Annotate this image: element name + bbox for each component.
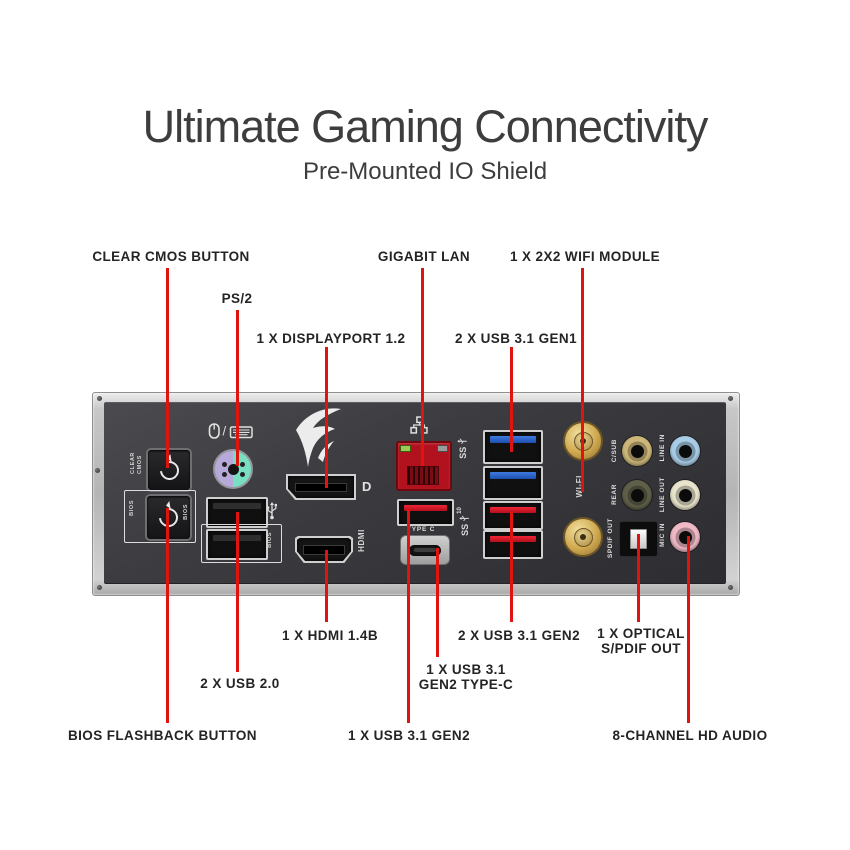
lan-port — [396, 441, 452, 491]
screw-icon — [97, 396, 102, 401]
callout-usb31-gen1: 2 X USB 3.1 GEN1 — [455, 331, 577, 346]
callout-hd-audio: 8-CHANNEL HD AUDIO — [612, 728, 768, 743]
usb31-gen2-port-single — [397, 499, 454, 526]
callout-clear-cmos-button: CLEAR CMOS BUTTON — [92, 249, 250, 264]
ps2-pins — [227, 463, 239, 475]
callout-typec-line1: 1 X USB 3.1 — [426, 662, 506, 677]
ps2-port — [213, 449, 253, 489]
callout-optical-line2: S/PDIF OUT — [601, 641, 681, 656]
callout-line-usb31-gen2-typec — [436, 548, 439, 657]
displayport-logo-icon: D — [362, 479, 372, 494]
callout-line-clear-cmos — [166, 268, 169, 468]
screw-icon — [97, 585, 102, 590]
callout-line-usb31-gen2-single — [407, 508, 410, 723]
callout-line-hdmi — [325, 550, 328, 622]
page-subtitle: Pre-Mounted IO Shield — [302, 158, 548, 185]
usb31-gen2-port-bottom — [483, 530, 543, 559]
usb3-speed-icon: SS — [457, 438, 468, 459]
usb31-gen1-port-bottom — [483, 466, 543, 500]
screw-icon — [728, 585, 733, 590]
usb2-bios-outline — [201, 524, 282, 563]
callout-bios-flashback: BIOS FLASHBACK BUTTON — [68, 728, 257, 743]
callout-line-bios-flashback — [166, 508, 169, 723]
callout-line-usb31-gen1 — [510, 347, 513, 452]
bios-outer-label: BIOS — [129, 500, 135, 516]
lan-pins — [407, 466, 439, 485]
audio-jack-csub — [622, 436, 652, 466]
audio-jack-line-out — [670, 480, 700, 510]
callout-usb31-gen2-pair: 2 X USB 3.1 GEN2 — [458, 628, 580, 643]
callout-usb31-gen2-typec: 1 X USB 3.1 GEN2 TYPE-C — [419, 662, 513, 692]
svg-text:/: / — [223, 424, 227, 439]
usb3-gen2-speed-icon: SS 10 — [456, 507, 470, 536]
audio-label-csub: C/SUB — [611, 439, 618, 463]
callout-gigabit-lan: GIGABIT LAN — [377, 249, 471, 264]
lan-led-right — [437, 445, 448, 452]
usb-icon — [266, 501, 278, 525]
callout-optical-line1: 1 X OPTICAL — [597, 626, 685, 641]
hdmi-port — [295, 536, 353, 563]
usb31-gen1-port-top — [483, 430, 543, 464]
clear-cmos-port-label: CLEAR CMOS — [130, 452, 143, 474]
callout-usb2: 2 X USB 2.0 — [200, 676, 280, 691]
mouse-keyboard-icon: / — [208, 422, 254, 445]
bios-button-label: BIOS — [183, 504, 189, 520]
callout-line-optical-spdif — [637, 534, 640, 622]
audio-jack-line-in — [670, 436, 700, 466]
audio-label-line-in: LINE IN — [659, 434, 666, 462]
usb31-gen2-port-top — [483, 501, 543, 530]
circular-arrow-icon — [155, 456, 183, 484]
type-c-port-label: TYPE C — [407, 526, 436, 533]
audio-label-rear: REAR — [611, 484, 618, 505]
lan-led-left — [400, 445, 411, 452]
screw-icon — [95, 468, 100, 473]
callout-displayport: 1 X DISPLAYPORT 1.2 — [256, 331, 406, 346]
callout-usb31-gen2-single: 1 X USB 3.1 GEN2 — [348, 728, 470, 743]
callout-line-ps2 — [236, 310, 239, 466]
displayport-port — [286, 474, 356, 500]
callout-wifi-module: 1 X 2X2 WIFI MODULE — [509, 249, 661, 264]
lan-icon — [410, 416, 428, 439]
bios-flashback-outline — [124, 490, 196, 543]
audio-label-mic-in: MIC IN — [659, 523, 666, 547]
callout-line-gigabit-lan — [421, 268, 424, 466]
audio-label-line-out: LINE OUT — [659, 477, 666, 513]
callout-line-hd-audio — [687, 536, 690, 723]
rog-logo-icon — [294, 404, 342, 475]
clear-cmos-button — [146, 448, 192, 492]
callout-typec-line2: GEN2 TYPE-C — [418, 677, 514, 692]
callout-line-wifi-module — [581, 268, 584, 492]
audio-label-spdif-out: SPDIF OUT — [607, 518, 614, 559]
callout-line-usb2 — [236, 512, 239, 672]
hdmi-port-label: HDMI — [357, 529, 366, 552]
wifi-antenna-connector-bottom — [563, 517, 603, 557]
callout-optical-spdif: 1 X OPTICAL S/PDIF OUT — [597, 626, 685, 656]
page-title: Ultimate Gaming Connectivity — [142, 101, 709, 152]
usb2-bios-label: BIOS — [267, 532, 273, 548]
callout-line-usb31-gen2-pair — [510, 512, 513, 622]
callout-ps2: PS/2 — [221, 291, 253, 306]
callout-line-displayport — [325, 347, 328, 488]
screw-icon — [728, 396, 733, 401]
audio-jack-rear — [622, 480, 652, 510]
callout-hdmi: 1 X HDMI 1.4B — [282, 628, 378, 643]
audio-jack-mic-in — [670, 522, 700, 552]
